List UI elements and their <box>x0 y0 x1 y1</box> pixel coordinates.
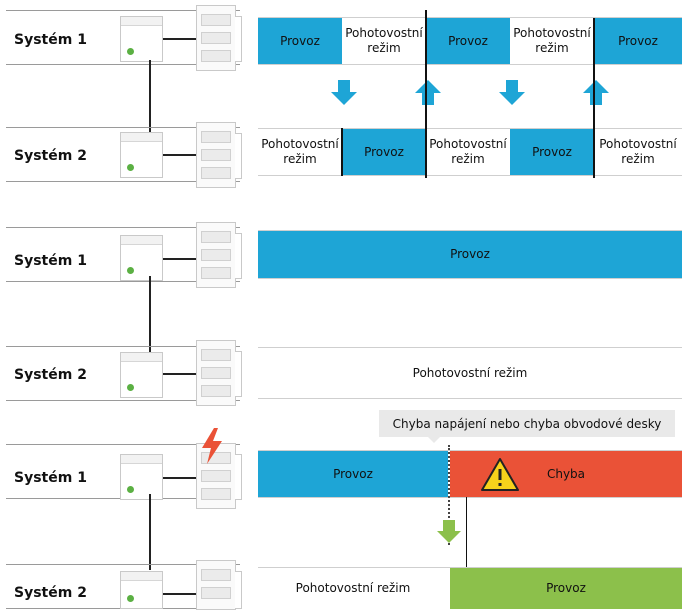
fault-moment-divider <box>448 445 450 545</box>
status-led-icon <box>127 486 134 493</box>
system-1-label: Systém 1 <box>14 32 87 48</box>
battery-rack <box>196 560 242 610</box>
status-led-icon <box>127 48 134 55</box>
connection-line <box>163 38 196 40</box>
takeover-arrow-icon <box>437 520 461 543</box>
time-divider <box>341 128 343 176</box>
indoor-unit <box>120 571 163 609</box>
system-2-label: Systém 2 <box>14 148 87 164</box>
switch-down-arrow-icon <box>331 80 357 105</box>
system-2-label: Systém 2 <box>14 585 87 601</box>
indoor-unit <box>120 352 163 398</box>
indoor-unit <box>120 16 163 62</box>
row-line <box>6 10 240 11</box>
status-led-icon <box>127 164 134 171</box>
battery-rack <box>196 122 242 188</box>
status-led-icon <box>127 267 134 274</box>
state-run: Provoz <box>258 18 342 64</box>
battery-rack <box>196 222 242 288</box>
battery-rack <box>196 5 242 71</box>
time-divider <box>466 497 467 567</box>
status-led-icon <box>127 595 134 602</box>
system-1-label: Systém 1 <box>14 253 87 269</box>
row-line <box>6 64 240 65</box>
state-run: Provoz <box>510 129 594 175</box>
state-fault: Chyba <box>450 451 682 497</box>
lightning-fault-icon <box>202 428 222 464</box>
state-standby: Pohotovostní režim <box>258 568 448 609</box>
indoor-unit <box>120 454 163 500</box>
system-link-line <box>149 494 151 570</box>
time-divider <box>425 10 427 178</box>
switch-up-arrow-icon <box>415 80 441 105</box>
state-run: Provoz <box>258 231 682 278</box>
system-2-label: Systém 2 <box>14 367 87 383</box>
time-divider <box>593 18 595 178</box>
state-standby: Pohotovostní režim <box>258 348 682 398</box>
state-run: Provoz <box>594 18 682 64</box>
battery-rack <box>196 443 242 509</box>
battery-rack <box>196 340 242 406</box>
state-run: Provoz <box>426 18 510 64</box>
switch-up-arrow-icon <box>583 80 609 105</box>
warning-icon <box>481 458 519 491</box>
switch-down-arrow-icon <box>499 80 525 105</box>
system-link-line <box>149 60 151 132</box>
state-run: Provoz <box>450 568 682 609</box>
status-led-icon <box>127 384 134 391</box>
state-run: Provoz <box>258 451 448 497</box>
system-link-line <box>149 276 151 352</box>
indoor-unit <box>120 132 163 178</box>
indoor-unit <box>120 235 163 281</box>
system-1-label: Systém 1 <box>14 470 87 486</box>
state-run: Provoz <box>342 129 426 175</box>
fault-callout: Chyba napájení nebo chyba obvodové desky <box>379 410 675 437</box>
